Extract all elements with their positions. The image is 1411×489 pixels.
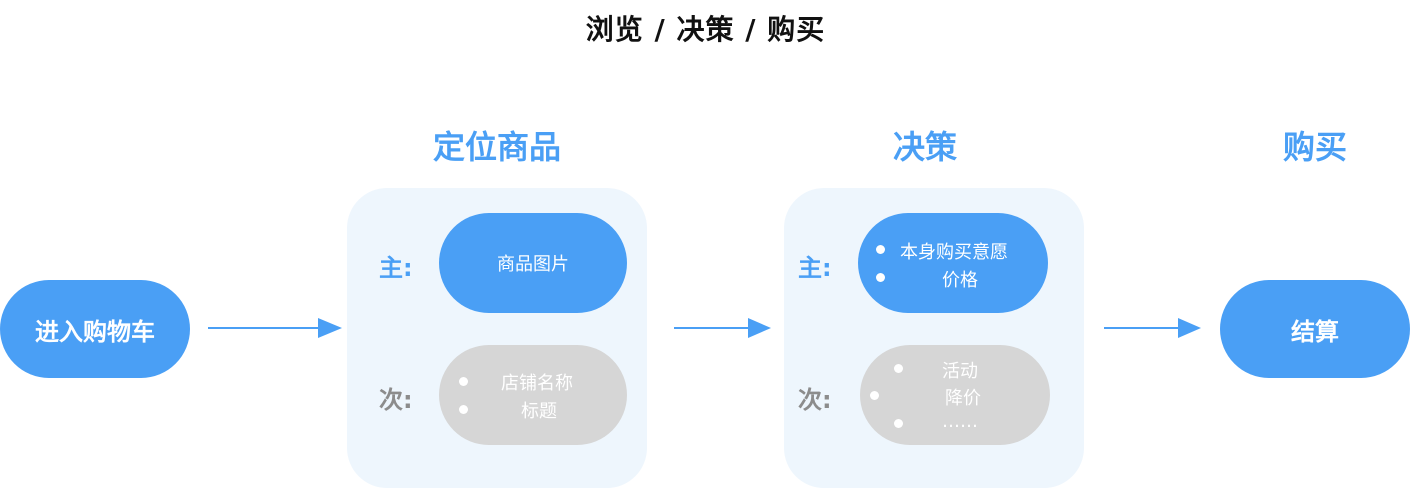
decide-secondary-pill: 活动 降价 ……: [860, 345, 1050, 445]
arrow-to-checkout: [1104, 318, 1201, 338]
decide-secondary-item-2: 降价: [945, 388, 981, 409]
stage-heading-buy: 购买: [1282, 128, 1347, 166]
start-node-label: 进入购物车: [35, 317, 155, 346]
end-node-checkout: 结算: [1220, 280, 1410, 378]
locate-primary-text: 商品图片: [497, 254, 569, 275]
decide-secondary-label: 次:: [798, 386, 832, 414]
bullet-dot: [894, 419, 903, 428]
bullet-dot: [894, 364, 903, 373]
locate-primary-label: 主:: [379, 254, 413, 282]
decide-secondary-item-3: ……: [942, 411, 978, 432]
diagram-title: 浏览 / 决策 / 购买: [585, 13, 826, 46]
bullet-dot: [459, 377, 468, 386]
bullet-dot: [459, 405, 468, 414]
arrow-to-decide: [674, 318, 771, 338]
end-node-label: 结算: [1291, 317, 1339, 346]
locate-secondary-item-1: 店铺名称: [501, 373, 573, 394]
decide-secondary-item-1: 活动: [942, 361, 978, 382]
arrow-to-locate: [208, 318, 342, 338]
bullet-dot: [876, 273, 885, 282]
locate-secondary-label: 次:: [379, 386, 413, 414]
decide-primary-item-2: 价格: [942, 270, 978, 291]
stage-heading-decide: 决策: [892, 128, 957, 166]
stage-heading-locate: 定位商品: [432, 128, 561, 166]
locate-primary-pill: 商品图片: [439, 213, 627, 313]
start-node-cart: 进入购物车: [0, 280, 190, 378]
panel-decide: 主: 本身购买意愿 价格 次: 活动 降价 ……: [784, 188, 1084, 488]
decide-primary-pill: 本身购买意愿 价格: [858, 213, 1048, 313]
locate-secondary-pill: 店铺名称 标题: [439, 345, 627, 445]
panel-locate: 主: 商品图片 次: 店铺名称 标题: [347, 188, 647, 488]
decide-primary-item-1: 本身购买意愿: [900, 242, 1008, 263]
decide-primary-label: 主:: [798, 254, 832, 282]
bullet-dot: [870, 391, 879, 400]
bullet-dot: [876, 245, 885, 254]
locate-secondary-item-2: 标题: [521, 401, 557, 422]
